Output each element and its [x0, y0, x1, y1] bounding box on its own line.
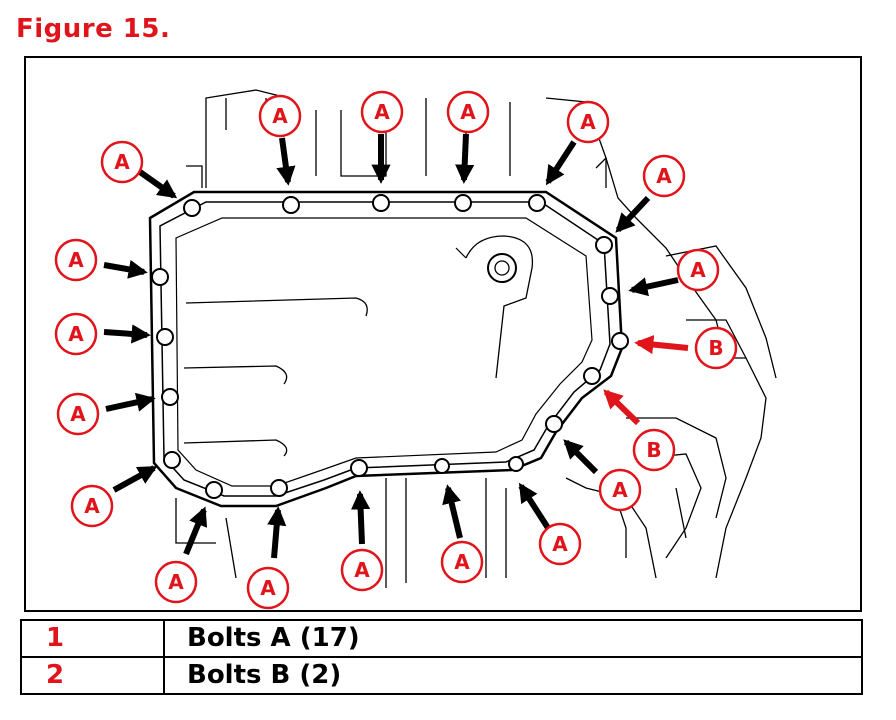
bolt-head	[545, 415, 563, 433]
svg-text:A: A	[374, 100, 390, 124]
bolt-head	[528, 194, 546, 212]
callout-a: A	[258, 94, 302, 138]
bolt-a-arrows	[103, 133, 679, 559]
callout-a: A	[246, 566, 290, 610]
arrow-a	[455, 133, 475, 184]
bolt-head	[183, 199, 201, 217]
callout-a: A	[340, 548, 384, 592]
svg-text:A: A	[454, 550, 470, 574]
arrow-a	[105, 392, 156, 412]
svg-text:A: A	[354, 558, 370, 582]
arrow-a	[545, 140, 577, 186]
bolt-head	[161, 388, 179, 406]
arrow-a	[103, 259, 148, 279]
svg-text:A: A	[580, 110, 596, 134]
legend-row: 2 Bolts B (2)	[20, 656, 863, 695]
callout-a: A	[566, 100, 610, 144]
legend-description: Bolts A (17)	[163, 619, 863, 658]
legend-row: 1 Bolts A (17)	[20, 619, 863, 658]
callout-a: A	[598, 468, 642, 512]
bolt-head	[611, 332, 629, 350]
arrow-a	[103, 324, 151, 344]
callout-a: A	[538, 522, 582, 566]
svg-text:A: A	[656, 164, 672, 188]
bolt-head	[372, 194, 390, 212]
callout-a: A	[446, 90, 490, 134]
arrow-a	[183, 506, 208, 556]
oil-pan	[148, 190, 624, 508]
svg-text:A: A	[168, 570, 184, 594]
arrow-a	[628, 277, 679, 297]
callout-a: A	[56, 392, 100, 436]
oil-pan-illustration: A A A A A A A A A A A A A A A A A B B	[54, 89, 777, 610]
legend-table: 1 Bolts A (17) 2 Bolts B (2)	[20, 619, 863, 695]
legend-number: 1	[20, 619, 165, 658]
callout-a: A	[440, 540, 484, 584]
callout-a: A	[154, 560, 198, 604]
callout-a: A	[70, 484, 114, 528]
svg-text:B: B	[708, 336, 723, 360]
bolt-head	[156, 328, 174, 346]
arrow-b	[634, 334, 689, 355]
bolt-head	[163, 451, 181, 469]
svg-text:A: A	[272, 104, 288, 128]
svg-text:A: A	[70, 402, 86, 426]
bolt-head	[601, 287, 619, 305]
arrow-a	[351, 490, 371, 545]
callout-a: A	[100, 140, 144, 184]
callouts-b: B B	[632, 326, 738, 472]
svg-text:A: A	[68, 248, 84, 272]
svg-text:A: A	[114, 150, 130, 174]
callout-a: A	[360, 90, 404, 134]
arrow-a	[563, 439, 599, 475]
callout-b: B	[632, 428, 676, 472]
bolt-head	[350, 459, 368, 477]
svg-text:A: A	[612, 478, 628, 502]
transmission-housing	[175, 89, 777, 588]
svg-text:A: A	[84, 494, 100, 518]
arrow-a	[442, 484, 463, 539]
svg-text:A: A	[690, 258, 706, 282]
callout-b: B	[694, 326, 738, 370]
callout-a: A	[676, 248, 720, 292]
arrow-a	[518, 482, 551, 530]
svg-text:A: A	[460, 100, 476, 124]
bolt-heads	[151, 194, 629, 499]
oil-pan-diagram: A A A A A A A A A A A A A A A A A B B	[24, 56, 862, 612]
callout-a: A	[642, 154, 686, 198]
legend-number: 2	[20, 656, 165, 695]
bolt-head	[508, 456, 524, 472]
svg-text:A: A	[68, 322, 84, 346]
bolt-b-arrows	[603, 334, 689, 426]
bolt-head	[434, 458, 450, 474]
figure-title: Figure 15.	[16, 14, 171, 44]
bolt-head	[282, 196, 300, 214]
arrow-b	[603, 389, 641, 426]
bolt-head	[595, 236, 613, 254]
bolt-head	[270, 479, 288, 497]
arrow-a	[276, 137, 296, 186]
callout-a: A	[54, 238, 98, 282]
svg-text:A: A	[552, 532, 568, 556]
arrow-a	[267, 506, 287, 559]
bolt-head	[205, 481, 223, 499]
arrow-a	[615, 195, 651, 233]
arrow-a	[112, 465, 158, 493]
bolt-head	[583, 367, 601, 385]
callout-a: A	[54, 312, 98, 356]
arrow-a	[138, 169, 178, 199]
callouts-a: A A A A A A A A A A A A A A A A A	[54, 90, 720, 610]
svg-text:A: A	[260, 576, 276, 600]
bolt-head	[454, 194, 472, 212]
legend-description: Bolts B (2)	[163, 656, 863, 695]
svg-text:B: B	[646, 438, 661, 462]
bolt-head	[151, 268, 169, 286]
